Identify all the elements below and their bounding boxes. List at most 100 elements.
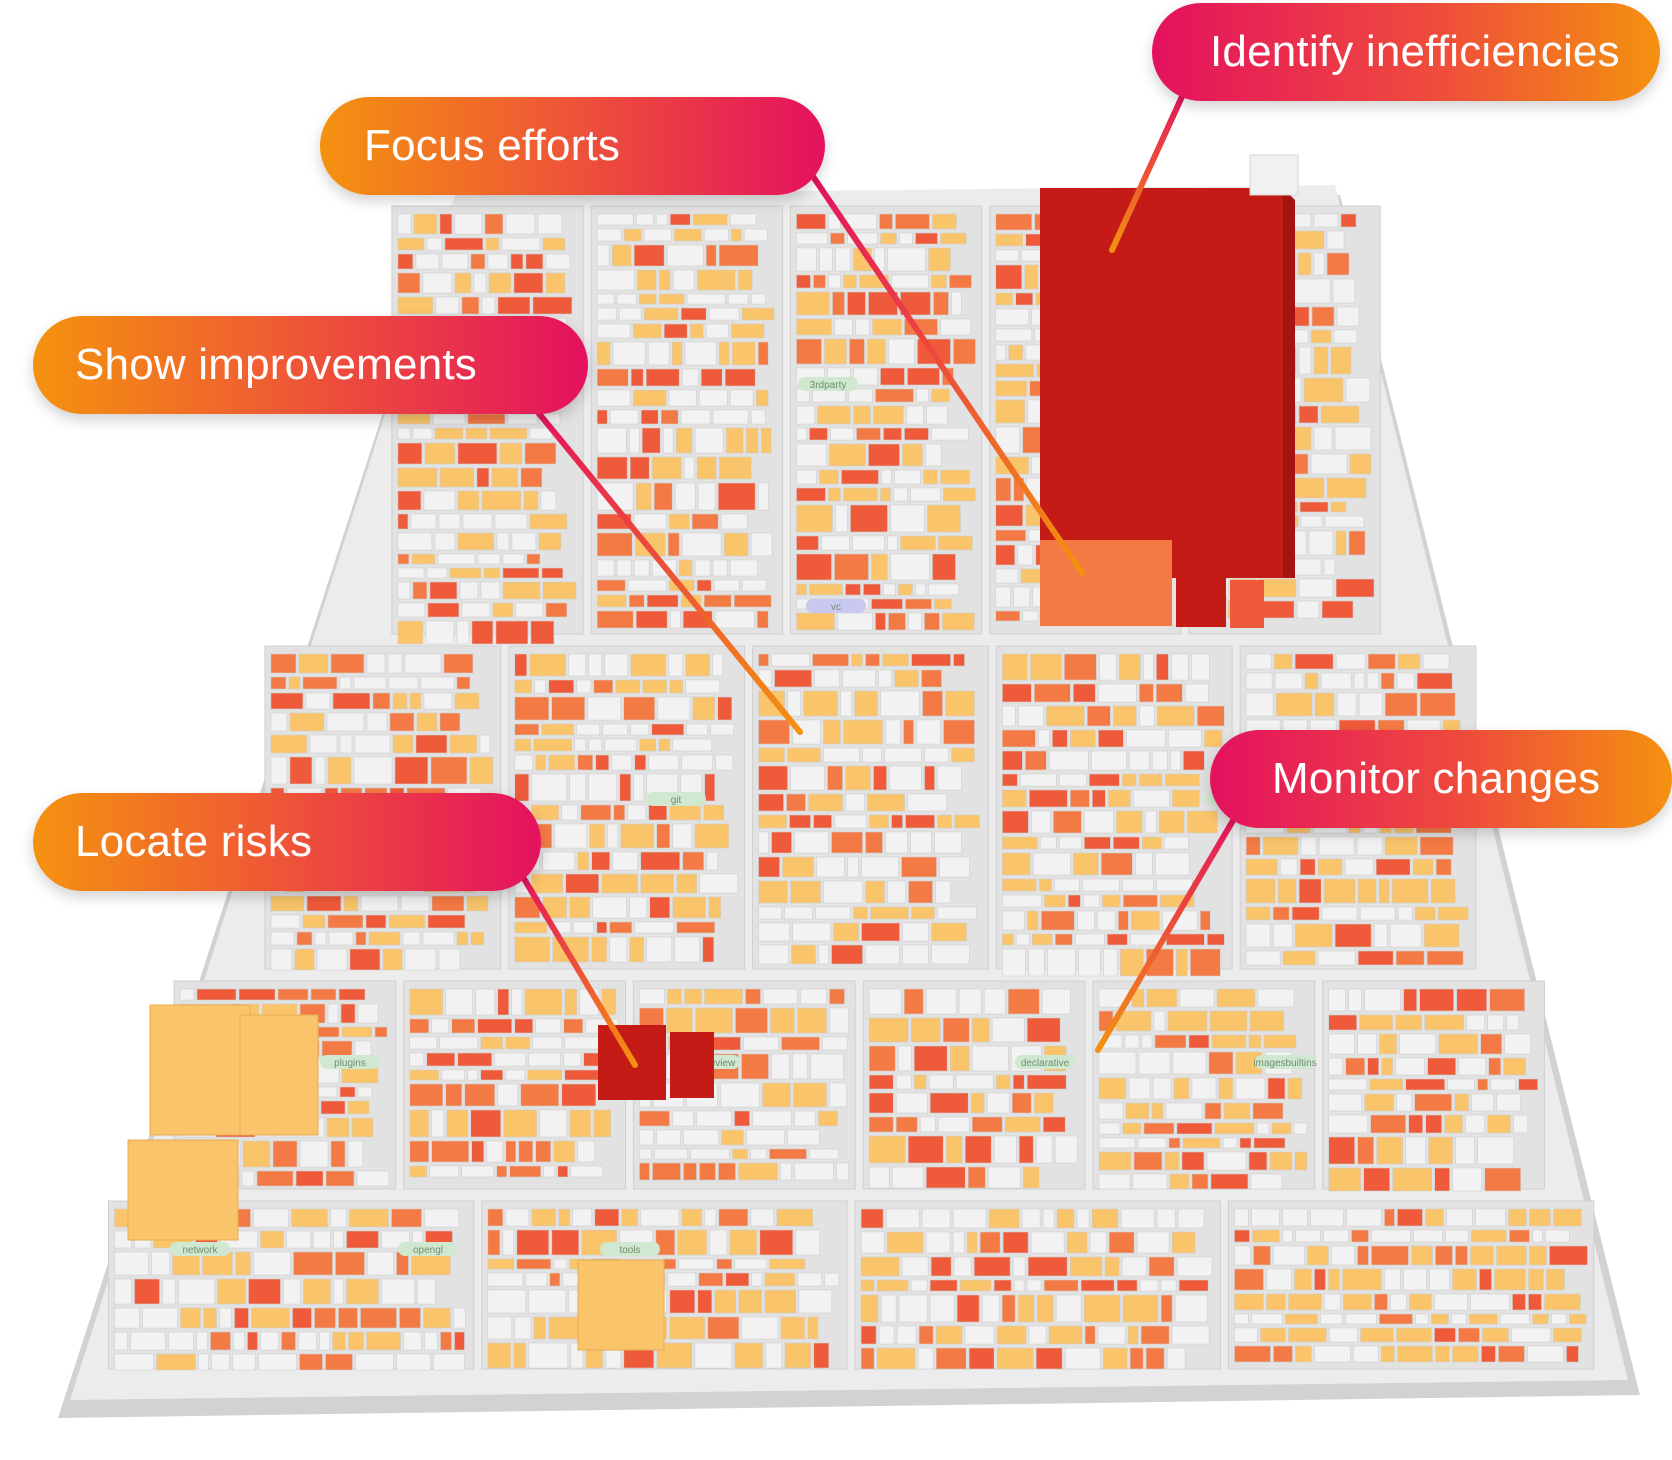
building (1326, 252, 1350, 276)
building (854, 690, 878, 717)
building (1272, 906, 1290, 921)
building (1002, 910, 1025, 931)
building (1294, 653, 1334, 670)
building (411, 553, 436, 565)
building (680, 307, 707, 321)
building (714, 610, 755, 629)
building (423, 692, 453, 710)
building (868, 1135, 906, 1164)
building (1297, 252, 1312, 276)
building (1022, 610, 1039, 622)
building (1273, 1345, 1293, 1363)
building (1328, 1136, 1355, 1165)
building (658, 293, 685, 305)
building (765, 1342, 783, 1369)
building (895, 1116, 918, 1133)
district-tag-label: imagesbuiltins (1253, 1058, 1316, 1069)
building (1326, 477, 1367, 499)
building (270, 734, 308, 754)
building (921, 1208, 951, 1229)
building (1008, 344, 1024, 361)
building (397, 237, 425, 251)
building (487, 1316, 513, 1340)
building (487, 1272, 524, 1287)
building (1357, 1033, 1377, 1055)
building (672, 1110, 694, 1127)
building (639, 988, 665, 1005)
building (356, 1170, 390, 1187)
building (704, 1208, 717, 1227)
building (618, 307, 642, 321)
building (931, 427, 969, 441)
building (705, 244, 717, 267)
building (686, 723, 709, 736)
building (427, 914, 466, 929)
building (1267, 1077, 1286, 1100)
building (277, 988, 309, 1001)
building (1403, 988, 1417, 1012)
building (833, 922, 859, 942)
building (409, 1109, 430, 1138)
building (691, 513, 719, 530)
building (162, 1278, 176, 1305)
building (880, 1294, 897, 1323)
building (696, 269, 736, 291)
building (1235, 1077, 1266, 1100)
building (564, 1036, 604, 1050)
building (415, 734, 448, 754)
building (357, 1086, 373, 1098)
building (396, 1353, 431, 1371)
building (1282, 950, 1316, 966)
building (430, 756, 468, 785)
building (524, 442, 557, 465)
building (1465, 1114, 1485, 1134)
building (368, 931, 401, 946)
building (535, 1140, 552, 1163)
building (1126, 729, 1166, 748)
callout-focus-efforts: Focus efforts (320, 97, 825, 195)
building (636, 269, 657, 291)
building (543, 1165, 556, 1178)
building (671, 341, 683, 366)
building (1424, 1014, 1464, 1031)
building (1308, 530, 1334, 556)
building (879, 213, 893, 230)
building (1124, 1034, 1140, 1049)
building (525, 253, 544, 270)
building (769, 1148, 807, 1160)
building (995, 363, 1035, 378)
building (467, 413, 506, 425)
building (529, 513, 568, 530)
building (1415, 1313, 1429, 1325)
building (563, 1052, 582, 1067)
building (922, 690, 943, 717)
building (289, 756, 313, 785)
building (1176, 1256, 1213, 1277)
building (1107, 933, 1128, 946)
building (1330, 346, 1352, 375)
building (931, 388, 950, 403)
building (931, 944, 970, 965)
building (514, 754, 534, 771)
building (572, 1208, 593, 1227)
building (1152, 750, 1168, 771)
building (1458, 1327, 1480, 1343)
building (596, 293, 615, 305)
building (640, 1208, 680, 1227)
building (868, 1116, 894, 1133)
building (908, 612, 922, 631)
building (1039, 878, 1052, 892)
building (551, 696, 586, 721)
building (1367, 1057, 1379, 1076)
building (520, 467, 543, 488)
building (1318, 836, 1355, 856)
building (217, 1278, 246, 1305)
building (993, 1135, 1017, 1164)
building (1434, 1327, 1456, 1343)
building (514, 921, 548, 934)
building (483, 567, 501, 579)
building (787, 1129, 820, 1146)
building (1569, 1313, 1587, 1325)
building (860, 1325, 877, 1345)
building (827, 765, 843, 791)
